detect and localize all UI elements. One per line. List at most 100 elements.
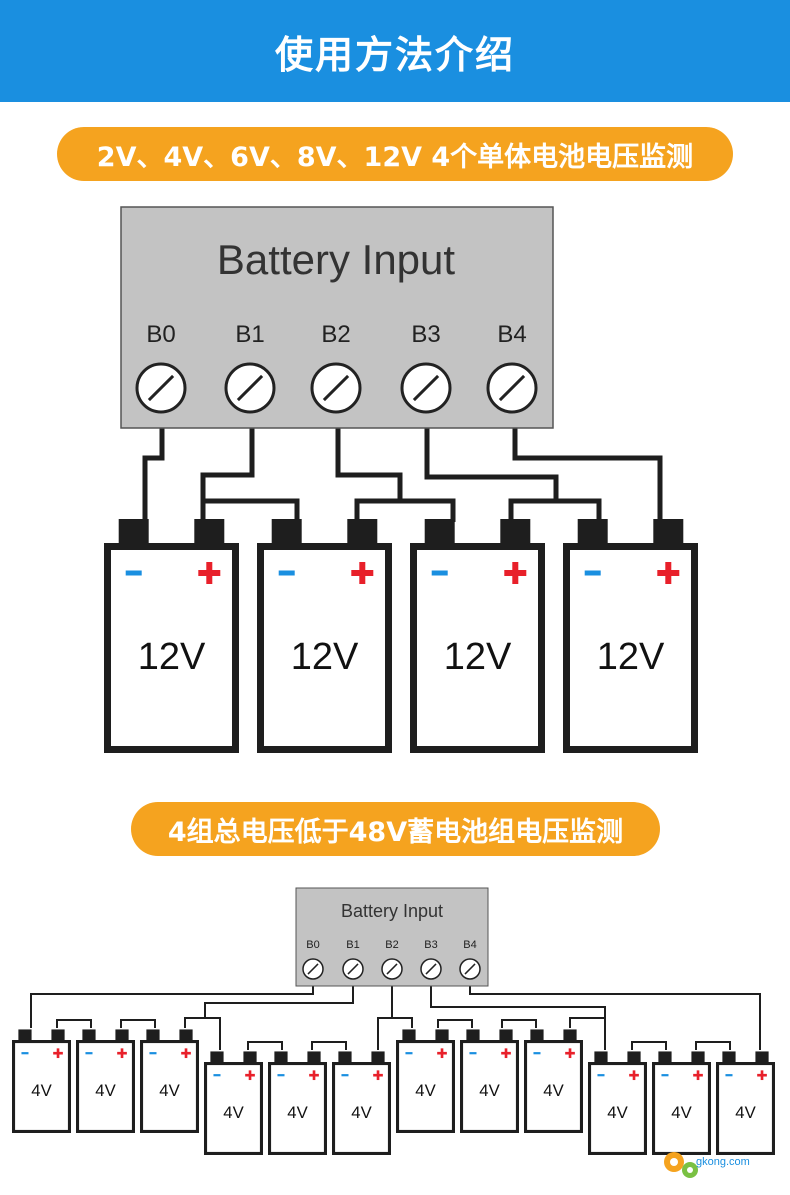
battery-3: 4V bbox=[139, 1029, 199, 1134]
battery-body bbox=[523, 1040, 583, 1134]
battery-terminal-negative bbox=[210, 1051, 224, 1064]
terminal-label-b2: B2 bbox=[385, 939, 398, 951]
battery-terminal-positive bbox=[307, 1051, 321, 1064]
minus-icon bbox=[85, 1052, 93, 1055]
terminal-label-b4: B4 bbox=[463, 939, 476, 951]
screw-slot-icon bbox=[386, 963, 398, 975]
battery-terminal-positive bbox=[653, 519, 684, 545]
battery-terminal-positive bbox=[435, 1029, 449, 1042]
battery-terminal-positive bbox=[755, 1051, 769, 1064]
terminal-label-b3: B3 bbox=[411, 321, 440, 348]
battery-body bbox=[410, 543, 545, 753]
battery-body bbox=[268, 1062, 328, 1156]
minus-icon bbox=[213, 1074, 221, 1077]
terminal-label-b0: B0 bbox=[146, 321, 175, 348]
battery-10: 4V bbox=[587, 1051, 647, 1156]
plus-icon bbox=[351, 562, 374, 584]
diagram1-box-title: Battery Input bbox=[217, 236, 455, 283]
battery-terminal-positive bbox=[563, 1029, 577, 1042]
battery-voltage-label: 4V bbox=[287, 1103, 308, 1122]
battery-voltage-label: 4V bbox=[351, 1103, 372, 1122]
minus-icon bbox=[278, 570, 295, 576]
battery-voltage-label: 12V bbox=[291, 636, 359, 678]
battery-body bbox=[139, 1040, 199, 1134]
minus-icon bbox=[431, 570, 448, 576]
screw-slot-icon bbox=[464, 963, 476, 975]
watermark-text: gkong.com bbox=[696, 1156, 750, 1168]
plus-icon bbox=[53, 1048, 63, 1059]
screw-slot-icon bbox=[425, 963, 437, 975]
plus-icon bbox=[629, 1070, 639, 1081]
screw-slot-icon bbox=[307, 963, 319, 975]
battery-terminal-positive bbox=[499, 1029, 513, 1042]
diagram2-wires bbox=[30, 980, 761, 1050]
screw-slot-icon bbox=[412, 374, 440, 402]
screw-slot-icon bbox=[498, 374, 526, 402]
battery-1: 4V bbox=[11, 1029, 71, 1134]
plus-icon bbox=[504, 562, 527, 584]
minus-icon bbox=[584, 570, 601, 576]
battery-body bbox=[11, 1040, 71, 1134]
battery-6: 4V bbox=[332, 1051, 392, 1156]
watermark: gkong.com bbox=[660, 1140, 778, 1186]
battery-2: 4V bbox=[76, 1029, 135, 1134]
battery-voltage-label: 4V bbox=[671, 1103, 692, 1122]
battery-terminal-negative bbox=[271, 519, 302, 545]
battery-4: 12V bbox=[563, 519, 698, 753]
gear-logo-icon bbox=[664, 1152, 698, 1178]
battery-7: 4V bbox=[396, 1029, 456, 1134]
battery-terminal-positive bbox=[691, 1051, 705, 1064]
battery-terminal-negative bbox=[18, 1029, 32, 1042]
minus-icon bbox=[469, 1052, 477, 1055]
battery-3: 12V bbox=[410, 519, 545, 753]
terminal-label-b1: B1 bbox=[346, 939, 359, 951]
battery-terminal-negative bbox=[274, 1051, 288, 1064]
battery-terminal-positive bbox=[243, 1051, 257, 1064]
battery-terminal-negative bbox=[530, 1029, 544, 1042]
terminal-label-b0: B0 bbox=[306, 939, 319, 951]
battery-voltage-label: 4V bbox=[479, 1081, 500, 1100]
plus-icon bbox=[117, 1048, 127, 1059]
terminal-label-b2: B2 bbox=[321, 321, 350, 348]
battery-terminal-negative bbox=[658, 1051, 672, 1064]
battery-9: 4V bbox=[523, 1029, 583, 1134]
battery-5: 4V bbox=[268, 1051, 328, 1156]
plus-icon bbox=[181, 1048, 191, 1059]
diagram1-wires bbox=[142, 428, 663, 522]
battery-voltage-label: 4V bbox=[159, 1081, 180, 1100]
terminal-label-b1: B1 bbox=[235, 321, 264, 348]
screw-slot-icon bbox=[322, 374, 350, 402]
screw-slot-icon bbox=[236, 374, 264, 402]
battery-body bbox=[563, 543, 698, 753]
terminal-label-b3: B3 bbox=[424, 939, 437, 951]
battery-2: 12V bbox=[257, 519, 392, 753]
battery-terminal-negative bbox=[402, 1029, 416, 1042]
battery-terminal-negative bbox=[338, 1051, 352, 1064]
battery-terminal-negative bbox=[466, 1029, 480, 1042]
plus-icon bbox=[373, 1070, 383, 1081]
minus-icon bbox=[341, 1074, 349, 1077]
minus-icon bbox=[597, 1074, 605, 1077]
minus-icon bbox=[21, 1052, 29, 1055]
battery-voltage-label: 4V bbox=[415, 1081, 436, 1100]
battery-terminal-positive bbox=[179, 1029, 193, 1042]
battery-terminal-positive bbox=[194, 519, 225, 545]
battery-12: 4V bbox=[715, 1051, 775, 1156]
battery-voltage-label: 4V bbox=[31, 1081, 52, 1100]
diagram2-box-title: Battery Input bbox=[341, 901, 443, 921]
battery-voltage-label: 12V bbox=[444, 636, 512, 678]
battery-voltage-label: 4V bbox=[223, 1103, 244, 1122]
minus-icon bbox=[277, 1074, 285, 1077]
plus-icon bbox=[757, 1070, 767, 1081]
battery-4: 4V bbox=[203, 1051, 263, 1156]
section1-label: 2V、4V、6V、8V、12V 4个单体电池电压监测 bbox=[57, 127, 733, 181]
page-header: 使用方法介绍 bbox=[0, 0, 790, 102]
plus-icon bbox=[693, 1070, 703, 1081]
battery-terminal-negative bbox=[118, 519, 149, 545]
battery-terminal-negative bbox=[146, 1029, 160, 1042]
